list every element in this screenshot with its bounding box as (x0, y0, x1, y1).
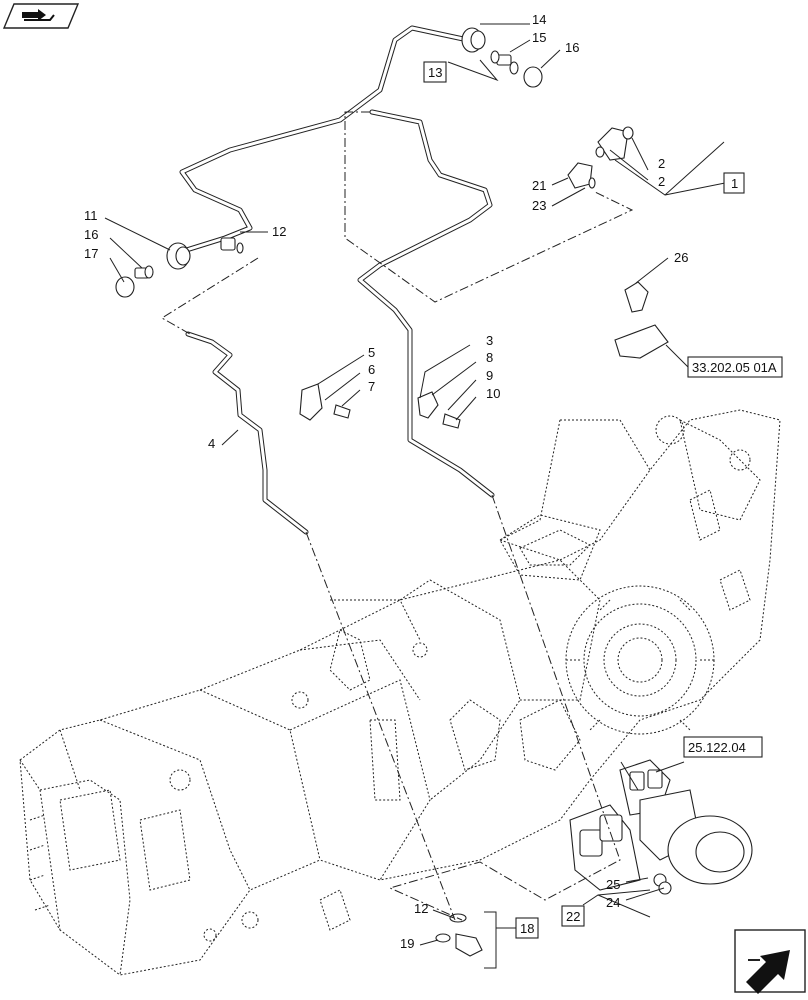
svg-text:18: 18 (520, 921, 534, 936)
leader-lines (104, 23, 726, 969)
book-with-arrow-icon[interactable] (2, 3, 80, 29)
callout-21: 21 (532, 178, 546, 193)
valve-block (569, 759, 753, 895)
reference-box-25122[interactable]: 25.122.04 (683, 736, 763, 758)
tube-3 (357, 109, 495, 498)
cap-18 (115, 276, 135, 298)
fitting-12-top (220, 237, 244, 254)
transmission-housing (19, 409, 781, 976)
callout-4: 4 (208, 436, 215, 451)
svg-text:33.202.05 01A: 33.202.05 01A (692, 360, 777, 375)
callout-box-19: 18 (515, 917, 539, 939)
svg-text:1: 1 (731, 176, 738, 191)
svg-text:22: 22 (566, 909, 580, 924)
tube-4 (185, 331, 309, 535)
callout-14: 14 (532, 12, 546, 27)
fitting-15 (490, 50, 519, 75)
callout-15: 15 (532, 30, 546, 45)
routing-lines (161, 111, 634, 921)
svg-text:25.122.04: 25.122.04 (688, 740, 746, 755)
callout-11: 11 (84, 208, 98, 223)
bracket-8 (417, 391, 461, 429)
callout-2b: 2 (658, 174, 665, 189)
nut-14 (461, 27, 486, 53)
callout-12-bottom: 12 (414, 901, 428, 916)
callout-labels: 14 15 16 11 16 17 12 2 2 21 23 26 5 6 7 … (84, 12, 688, 951)
callout-25: 25 (606, 877, 620, 892)
reference-box-33202[interactable]: 33.202.05 01A (687, 356, 783, 378)
callout-7: 7 (368, 379, 375, 394)
callout-23: 23 (532, 198, 546, 213)
callout-20: 19 (400, 936, 414, 951)
callout-26: 26 (674, 250, 688, 265)
callout-17: 16 (84, 227, 98, 242)
nut-11 (166, 242, 191, 270)
bracket-5 (299, 383, 351, 421)
fitting-17 (134, 265, 154, 279)
callout-6: 6 (368, 362, 375, 377)
callout-5: 5 (368, 345, 375, 360)
callout-12-top: 12 (272, 224, 286, 239)
callout-8: 8 (486, 350, 493, 365)
callout-box-1: 1 (723, 172, 745, 194)
callout-18: 17 (84, 246, 98, 261)
elbow-21 (567, 162, 596, 189)
callout-box-13: 13 (423, 61, 447, 83)
callout-box-22: 22 (561, 905, 585, 927)
tube-long (177, 25, 471, 255)
svg-text:13: 13 (428, 65, 442, 80)
callout-10: 10 (486, 386, 500, 401)
fitting-20 (435, 933, 483, 957)
callout-3: 3 (486, 333, 493, 348)
next-page-arrow-icon[interactable] (734, 929, 806, 994)
callout-16: 16 (565, 40, 579, 55)
callout-2a: 2 (658, 156, 665, 171)
callout-24: 24 (606, 895, 620, 910)
callout-9: 9 (486, 368, 493, 383)
tee-fitting-1 (595, 126, 634, 161)
sensor-26 (614, 281, 669, 359)
cap-16 (523, 66, 543, 88)
